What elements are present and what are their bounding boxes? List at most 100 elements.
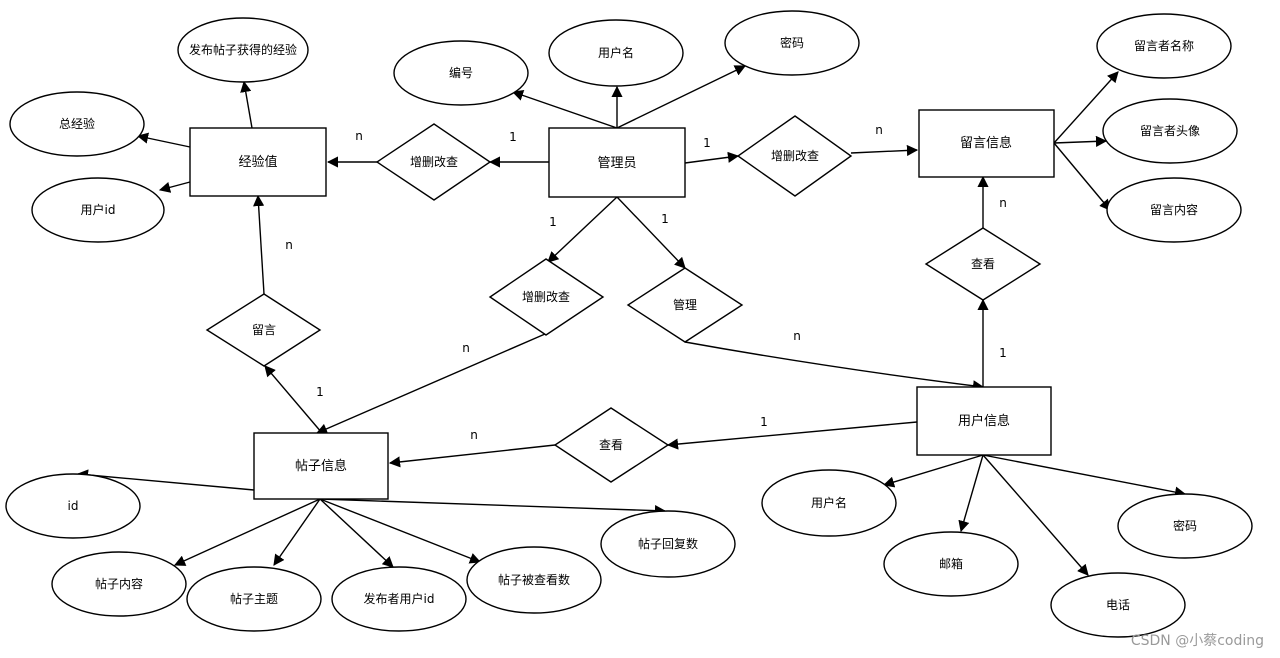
attr-total-exp[interactable]: 总经验 <box>9 91 145 157</box>
edge-user-password <box>982 454 1187 498</box>
relationship-view-post[interactable]: 查看 <box>553 407 670 483</box>
edge-post-id <box>76 469 255 491</box>
attr-user-password-label: 密码 <box>1173 518 1197 533</box>
relationship-manage[interactable]: 管理 <box>626 267 744 343</box>
relationship-manage-label: 管理 <box>673 297 697 312</box>
cardinalities: n 1 1 n 1 1 n n n 1 n 1 n 1 <box>285 123 1007 442</box>
relationship-leave-message-label: 留言 <box>252 323 276 337</box>
card-admin-exp-right: 1 <box>509 130 517 144</box>
entity-message-label: 留言信息 <box>960 135 1012 151</box>
edge-msg-authorname <box>1053 71 1119 144</box>
relationship-view-message[interactable]: 查看 <box>924 227 1042 301</box>
card-post-view-side: n <box>470 428 478 442</box>
entity-message[interactable]: 留言信息 <box>918 109 1055 178</box>
edge-exp-total <box>136 132 191 148</box>
attr-post-content[interactable]: 帖子内容 <box>51 551 187 617</box>
edge-post-viewcount <box>319 498 482 564</box>
card-admin-exp-left: n <box>355 129 363 143</box>
relationship-view-post-label: 查看 <box>599 438 623 452</box>
card-post-leave-side: 1 <box>316 385 324 399</box>
entity-user[interactable]: 用户信息 <box>916 386 1052 456</box>
watermark: CSDN @小蔡coding <box>1130 633 1264 649</box>
edge-admin-manage <box>616 196 686 269</box>
edge-user-username <box>882 454 984 488</box>
edge-post-leave <box>264 365 323 434</box>
edge-user-email <box>958 454 984 533</box>
attr-admin-number[interactable]: 编号 <box>393 40 529 106</box>
entity-user-label: 用户信息 <box>958 413 1010 429</box>
attr-post-reply-count-label: 帖子回复数 <box>638 536 698 551</box>
attr-user-password[interactable]: 密码 <box>1117 493 1253 559</box>
edge-admin-password <box>616 65 747 129</box>
edges <box>76 65 1187 576</box>
card-post-side: n <box>462 341 470 355</box>
edge-relmsg-message <box>850 144 919 157</box>
attr-msg-author-name-label: 留言者名称 <box>1134 38 1194 53</box>
attr-admin-password-label: 密码 <box>780 35 804 50</box>
entity-experience-label: 经验值 <box>238 154 277 170</box>
card-admin-msg-right: n <box>875 123 883 137</box>
attr-exp-user-id-label: 用户id <box>81 202 116 217</box>
relationship-view-message-label: 查看 <box>971 257 995 271</box>
attr-user-email-label: 邮箱 <box>939 556 963 571</box>
attr-post-subject[interactable]: 帖子主题 <box>186 566 322 632</box>
edge-relpost-post <box>315 333 546 435</box>
entity-admin[interactable]: 管理员 <box>548 127 686 198</box>
attr-user-username-label: 用户名 <box>811 495 847 510</box>
attr-post-subject-label: 帖子主题 <box>230 591 278 606</box>
attr-post-reply-count[interactable]: 帖子回复数 <box>600 510 736 578</box>
card-admin-post-top: 1 <box>549 215 557 229</box>
attr-post-author-id[interactable]: 发布者用户id <box>331 566 467 632</box>
entity-admin-label: 管理员 <box>597 156 636 171</box>
attr-total-exp-label: 总经验 <box>59 116 95 131</box>
attr-msg-author-name[interactable]: 留言者名称 <box>1096 13 1232 79</box>
card-user-manage-side: n <box>793 329 801 343</box>
attr-msg-content[interactable]: 留言内容 <box>1106 177 1242 243</box>
attr-msg-content-label: 留言内容 <box>1150 202 1198 217</box>
edge-msg-content <box>1053 142 1111 211</box>
attr-post-exp-gain[interactable]: 发布帖子获得的经验 <box>177 17 309 83</box>
relationship-admin-experience[interactable]: 增删改查 <box>375 123 492 201</box>
attr-user-username[interactable]: 用户名 <box>761 469 897 537</box>
edge-leave-experience <box>253 194 265 295</box>
relationship-admin-message-label: 增删改查 <box>771 149 819 163</box>
edge-exp-postgain <box>240 80 253 129</box>
attr-admin-number-label: 编号 <box>449 65 473 80</box>
attr-exp-user-id[interactable]: 用户id <box>31 177 165 243</box>
edge-post-subject <box>273 498 321 566</box>
attr-post-view-count[interactable]: 帖子被查看数 <box>466 546 602 614</box>
edge-manage-user <box>684 341 985 392</box>
attr-post-view-count-label: 帖子被查看数 <box>498 572 570 587</box>
attr-msg-author-avatar[interactable]: 留言者头像 <box>1102 98 1238 164</box>
attr-post-content-label: 帖子内容 <box>95 576 143 591</box>
attr-admin-username[interactable]: 用户名 <box>548 19 684 87</box>
edge-user-phone <box>982 454 1089 576</box>
attr-post-id-label: id <box>68 499 79 513</box>
card-admin-msg-left: 1 <box>703 136 711 150</box>
card-user-view-msg-side: 1 <box>999 346 1007 360</box>
attr-user-phone-label: 电话 <box>1106 598 1130 612</box>
relationship-admin-experience-label: 增删改查 <box>410 155 458 169</box>
attr-user-phone[interactable]: 电话 <box>1050 572 1186 638</box>
attr-post-id[interactable]: id <box>5 473 141 539</box>
attr-user-email[interactable]: 邮箱 <box>883 531 1019 597</box>
attr-admin-username-label: 用户名 <box>598 45 634 60</box>
relationship-admin-post[interactable]: 增删改查 <box>488 258 605 336</box>
edge-admin-relpost <box>547 196 618 263</box>
entity-experience[interactable]: 经验值 <box>189 127 327 197</box>
edge-post-content <box>173 498 321 566</box>
card-msg-view-side: n <box>999 196 1007 210</box>
relationship-admin-post-label: 增删改查 <box>522 290 570 304</box>
entity-post[interactable]: 帖子信息 <box>253 432 389 500</box>
card-admin-manage-top: 1 <box>661 212 669 226</box>
relationship-admin-message[interactable]: 增删改查 <box>736 115 853 197</box>
relationship-leave-message[interactable]: 留言 <box>205 293 322 367</box>
attr-admin-password[interactable]: 密码 <box>724 10 860 76</box>
card-exp-leave-side: n <box>285 238 293 252</box>
card-user-view-post-side: 1 <box>760 415 768 429</box>
edge-post-replycount <box>319 498 667 517</box>
edge-viewpost-post <box>388 444 556 468</box>
attr-post-author-id-label: 发布者用户id <box>364 591 435 606</box>
edge-admin-number <box>511 90 618 129</box>
